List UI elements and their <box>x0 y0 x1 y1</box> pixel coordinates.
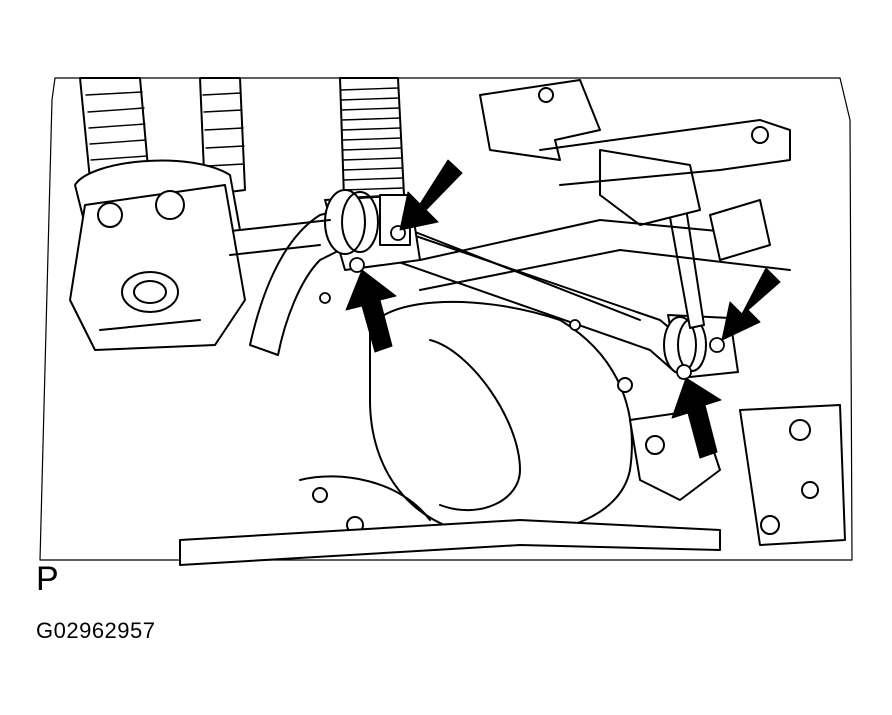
center-coil-spring <box>339 77 405 199</box>
pointer-arrows <box>345 159 781 459</box>
arrow-pointer-icon <box>345 269 397 353</box>
arrow-pointer-icon <box>721 267 781 341</box>
bolt-icon <box>569 319 581 331</box>
arrow-pointer-icon <box>671 377 722 459</box>
stabilizer-link <box>599 149 705 329</box>
figure-id: G02962957 <box>36 618 156 643</box>
panel-label: P <box>36 560 59 598</box>
differential-housing <box>299 300 633 537</box>
arrow-pointer-icon <box>399 159 463 231</box>
right-lower-bracket <box>629 404 846 546</box>
bolt-icon <box>709 337 725 353</box>
axle-tubes <box>179 219 791 566</box>
right-bushing-bracket <box>663 314 739 379</box>
frame-outline <box>39 77 853 561</box>
bolt-icon <box>349 257 365 273</box>
bolt-icon <box>319 292 331 304</box>
upper-crossmember <box>479 79 791 261</box>
bolt-icon <box>676 364 692 380</box>
left-bushing-bracket <box>324 189 421 271</box>
left-axle-bracket <box>69 184 246 351</box>
